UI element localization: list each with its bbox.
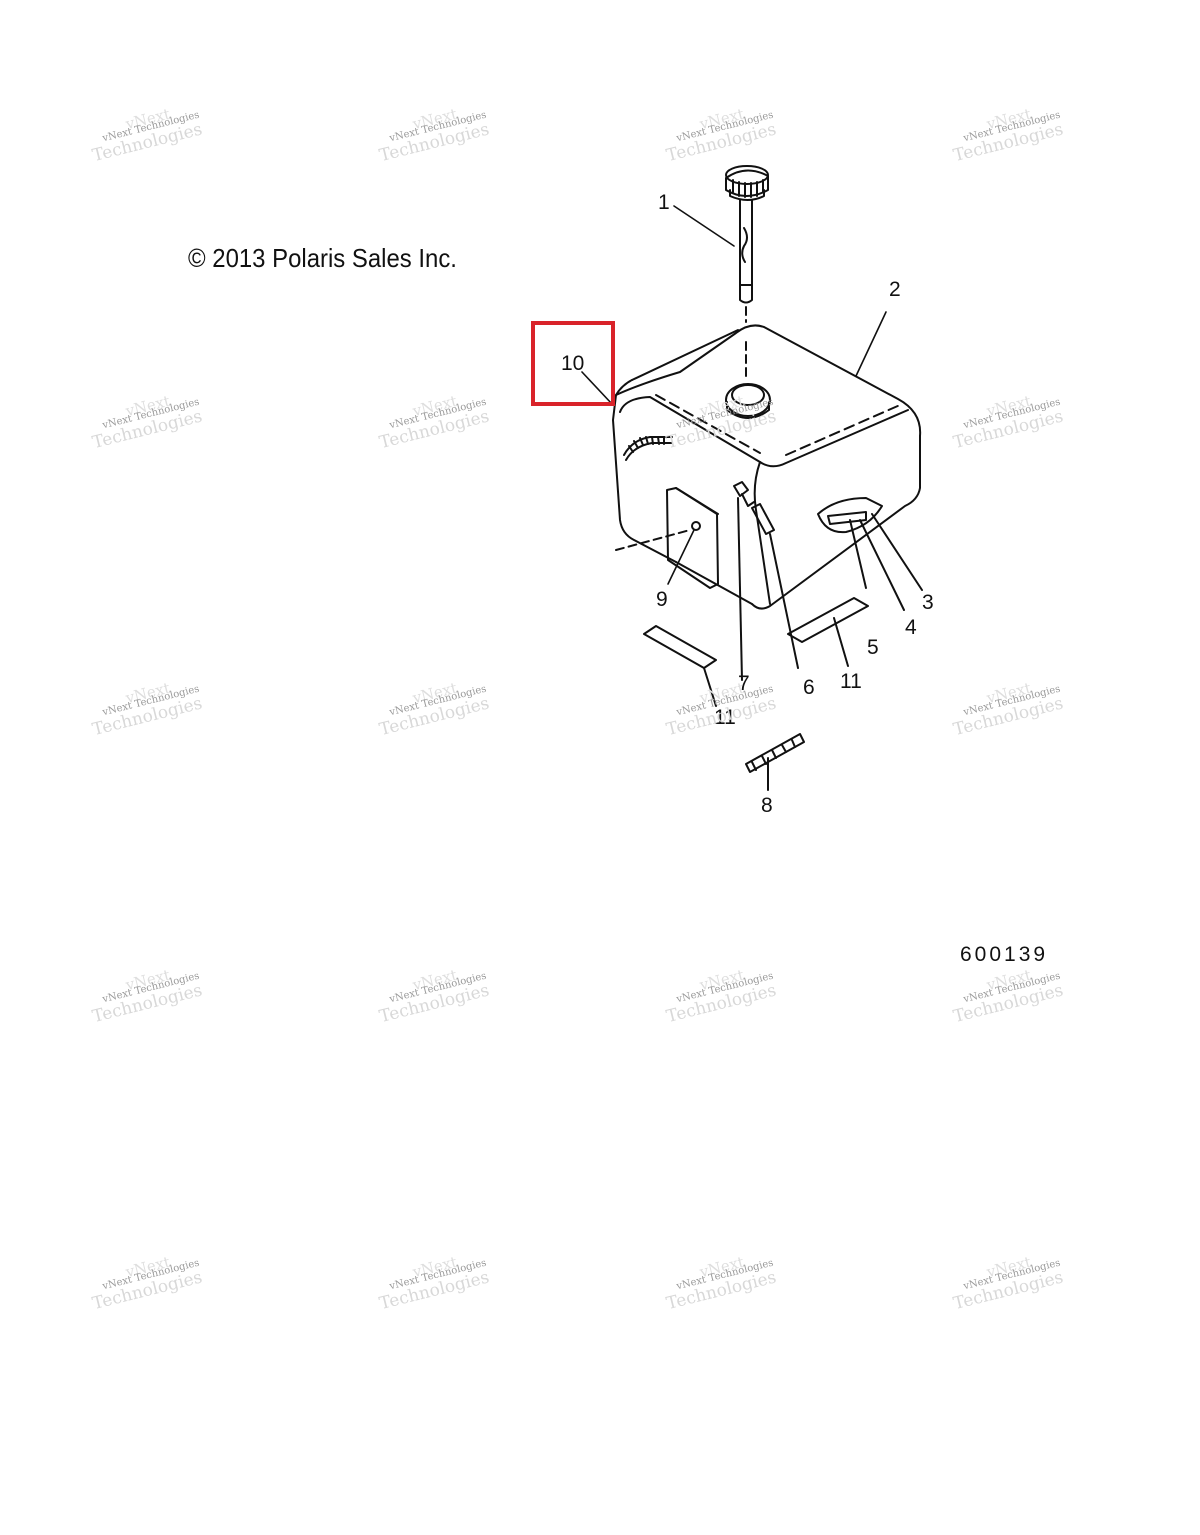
callout-2: 2 bbox=[889, 278, 901, 301]
diagram-reference-number: 600139 bbox=[960, 943, 1049, 966]
callout-11-right: 11 bbox=[840, 670, 862, 693]
callout-1: 1 bbox=[658, 191, 670, 214]
callout-7: 7 bbox=[738, 672, 750, 695]
leader-lines bbox=[581, 205, 887, 585]
part-11-pad-left bbox=[643, 625, 717, 707]
callout-3: 3 bbox=[922, 591, 934, 614]
part-6-hose bbox=[751, 503, 799, 669]
callout-9: 9 bbox=[656, 588, 668, 611]
callout-labels: 1 2 3 4 5 6 7 8 9 10 11 11 bbox=[561, 191, 934, 817]
part-1-cap-and-tube bbox=[725, 165, 769, 323]
callout-4: 4 bbox=[905, 616, 917, 639]
part-2-tank-body bbox=[612, 324, 922, 610]
callout-8: 8 bbox=[761, 794, 773, 817]
callout-6: 6 bbox=[803, 676, 815, 699]
part-11-pad-right bbox=[787, 597, 869, 667]
copyright-notice: © 2013 Polaris Sales Inc. bbox=[188, 243, 457, 273]
highlight-box bbox=[531, 321, 615, 406]
part-8-strap bbox=[745, 733, 805, 791]
part-9-side-plate bbox=[615, 487, 719, 589]
callout-10: 10 bbox=[561, 352, 584, 375]
part-7-fitting bbox=[733, 481, 755, 681]
part-3-5-petcock bbox=[817, 497, 923, 611]
callout-11-left: 11 bbox=[714, 706, 736, 729]
part-10-vent-hose bbox=[623, 436, 673, 461]
callout-5: 5 bbox=[867, 636, 879, 659]
